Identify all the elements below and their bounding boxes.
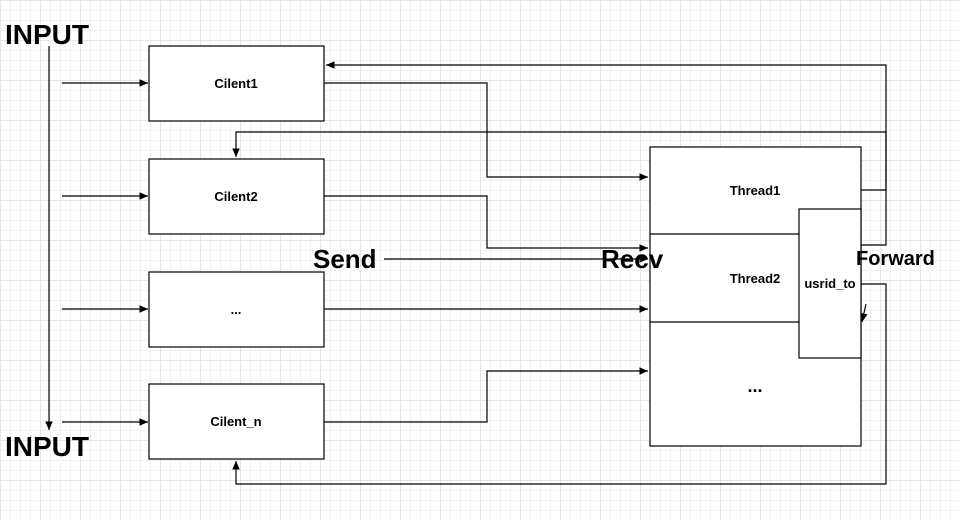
client-n-to-thread	[324, 367, 648, 423]
recv-label: Recv	[601, 244, 664, 274]
input-top-label: INPUT	[5, 19, 89, 50]
input-bottom-label: INPUT	[5, 431, 89, 462]
forward-to-client1	[326, 61, 887, 191]
thread2-label: Thread2	[730, 271, 781, 286]
usrid-to-label: usrid_to	[804, 276, 855, 291]
client-n-box	[148, 383, 325, 460]
forward-small-arrow	[860, 303, 868, 323]
forward-to-client-n	[232, 283, 887, 485]
thread1-label: Thread1	[730, 183, 781, 198]
usrid-to-box	[798, 208, 862, 359]
client-more-box	[148, 271, 325, 348]
client2-box	[148, 158, 325, 235]
client-more-label: ...	[231, 302, 242, 317]
client1-label: Cilent1	[214, 76, 257, 91]
client2-label: Cilent2	[214, 189, 257, 204]
forward-to-client2	[232, 131, 887, 246]
send-label: Send	[313, 244, 377, 274]
client1-to-thread1	[324, 82, 648, 181]
forward-label: Forward	[856, 248, 935, 270]
client1-box	[148, 45, 325, 122]
thread-more-label: ...	[747, 376, 762, 396]
client2-to-thread2	[324, 195, 648, 252]
client-n-label: Cilent_n	[210, 414, 261, 429]
